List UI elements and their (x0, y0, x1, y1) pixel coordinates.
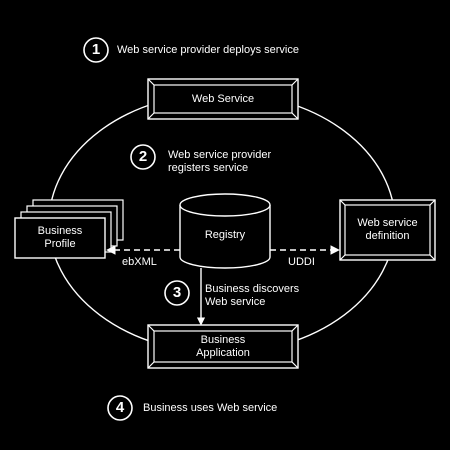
step-1-label: Web service provider deploys service (117, 44, 299, 56)
step-2-label-line2: registers service (168, 162, 249, 174)
business-profile-node (14, 199, 124, 259)
ws-definition-node (339, 199, 436, 261)
step-3-circle (164, 280, 190, 306)
business-profile-line2: Profile (44, 238, 76, 250)
step-1-number: 1 (91, 41, 101, 58)
step-1-circle (83, 37, 109, 63)
business-application-line1: Business (200, 333, 246, 346)
web-service-label: Web Service (191, 92, 255, 105)
registry-node (179, 193, 271, 269)
business-application-label: Business Application (154, 331, 292, 362)
ws-definition-label: Web service definition (345, 205, 430, 255)
step-4-number: 4 (115, 399, 125, 416)
step-4-label: Business uses Web service (143, 402, 278, 414)
step-2-label-line1: Web service provider (168, 149, 272, 161)
step-2-number: 2 (138, 148, 148, 165)
web-service-node (147, 78, 299, 120)
business-application-node (147, 324, 299, 369)
ws-definition-line2: definition (365, 230, 410, 242)
step-4-circle (107, 395, 133, 421)
registry-label: Registry (204, 228, 246, 241)
business-profile-line1: Business (37, 225, 83, 237)
step-2-circle (130, 144, 156, 170)
step-3-number: 3 (172, 284, 182, 301)
step-3-label-line2: Web service (205, 296, 266, 308)
ws-definition-line1: Web service (357, 217, 418, 229)
ebxml-label: ebXML (122, 256, 157, 268)
step-3-label-line1: Business discovers (205, 283, 300, 295)
business-profile-label: Business Profile (15, 218, 105, 258)
business-application-line2: Application (196, 346, 250, 359)
uddi-label: UDDI (288, 256, 315, 268)
